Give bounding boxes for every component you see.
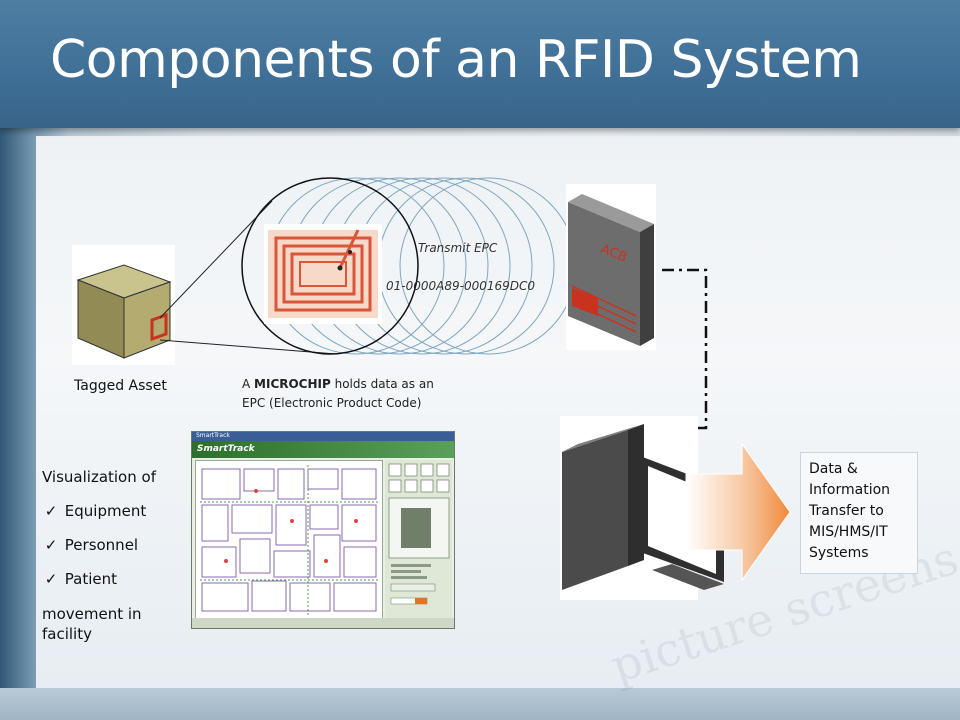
zoom-line-bottom xyxy=(159,339,337,355)
bottom-band xyxy=(0,688,960,720)
microchip-suffix: holds data as an xyxy=(330,377,434,391)
asset-info-panel xyxy=(385,460,452,618)
asset-info-drawing xyxy=(388,463,450,605)
microchip-prefix: A xyxy=(242,377,255,391)
check-icon: ✓ xyxy=(44,536,58,554)
data-transfer-line: Data & xyxy=(809,461,858,477)
left-rail xyxy=(0,128,36,720)
data-transfer-line: Information xyxy=(809,482,891,498)
title-bar: Components of an RFID System xyxy=(0,0,960,128)
list-item-personnel: ✓ Personnel xyxy=(42,528,156,562)
data-transfer-arrow xyxy=(685,442,791,582)
app-banner-text: SmartTrack xyxy=(197,444,255,454)
magnifier-circle xyxy=(241,177,419,355)
microchip-tag xyxy=(264,224,382,324)
network-connector xyxy=(660,268,708,430)
list-item-label: Personnel xyxy=(64,536,139,554)
microchip-caption: A MICROCHIP holds data as an EPC (Electr… xyxy=(242,375,434,413)
data-transfer-line: Transfer to xyxy=(809,503,884,519)
data-transfer-line: Systems xyxy=(809,545,869,561)
zoom-line-top xyxy=(159,200,273,319)
list-item-label: Equipment xyxy=(64,502,147,520)
smarttrack-screenshot: SmartTrack SmartTrack xyxy=(191,431,455,629)
app-banner: SmartTrack xyxy=(192,441,454,458)
content-panel xyxy=(36,136,960,688)
data-transfer-box: Data & Information Transfer to MIS/HMS/I… xyxy=(800,452,918,574)
app-status-bar xyxy=(192,618,454,628)
tagged-asset-box xyxy=(72,245,175,365)
visualization-tail: movement in facility xyxy=(42,604,156,644)
floor-plan-drawing xyxy=(200,465,378,615)
visualization-heading: Visualization of xyxy=(42,468,156,486)
list-item-label: Patient xyxy=(64,570,118,588)
check-icon: ✓ xyxy=(44,570,58,588)
visualization-list: Visualization of ✓ Equipment ✓ Personnel… xyxy=(42,460,156,644)
list-item-equipment: ✓ Equipment xyxy=(42,494,156,528)
transmit-epc-label: Transmit EPC xyxy=(418,241,498,255)
microchip-line2: EPC (Electronic Product Code) xyxy=(242,396,422,410)
microchip-bold: MICROCHIP xyxy=(254,377,331,391)
list-item-patient: ✓ Patient xyxy=(42,562,156,596)
slide-title: Components of an RFID System xyxy=(50,30,862,90)
visualization-tail-line2: facility xyxy=(42,625,92,643)
visualization-tail-line1: movement in xyxy=(42,605,142,623)
rfid-reader: ACB xyxy=(566,184,656,350)
epc-code-label: 01-0000A89-000169DC0 xyxy=(386,279,536,293)
app-window-title: SmartTrack xyxy=(196,432,230,439)
app-titlebar: SmartTrack xyxy=(192,432,454,441)
data-transfer-line: MIS/HMS/IT xyxy=(809,524,888,540)
floor-plan-map xyxy=(195,460,383,620)
check-icon: ✓ xyxy=(44,502,58,520)
tagged-asset-label: Tagged Asset xyxy=(74,378,167,394)
